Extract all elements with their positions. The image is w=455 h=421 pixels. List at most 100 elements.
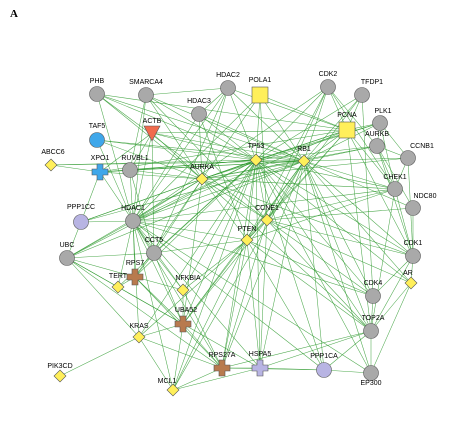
node-label-smarca4: SMARCA4: [129, 79, 163, 86]
edge-pten-ppp1ca: [246, 239, 325, 371]
node-abcc6[interactable]: ABCC6: [41, 149, 65, 172]
edge-aurkb-cdk1: [376, 145, 414, 257]
panel-label: A: [10, 8, 18, 20]
edge-aurka-rps7: [134, 178, 203, 278]
edge-hdac3-aurka: [198, 113, 203, 180]
node-xpo1[interactable]: XPO1: [91, 155, 110, 181]
edge-rps27a-mcl1: [172, 367, 223, 391]
top2a-circle-shape: [363, 323, 379, 339]
node-aurkb[interactable]: AURKB: [365, 131, 389, 154]
edge-cct5-uba52: [153, 252, 184, 325]
node-label-ccnb1: CCNB1: [410, 143, 434, 150]
edge-ubc-rps27a: [66, 257, 223, 369]
node-pik3cd[interactable]: PIK3CD: [47, 363, 73, 383]
node-ppp1cc[interactable]: PPP1CC: [67, 204, 95, 230]
node-ar[interactable]: AR: [403, 270, 418, 290]
edge-hdac1-uba52: [132, 220, 184, 325]
edge-aurka-chek1: [201, 178, 396, 190]
node-kras[interactable]: KRAS: [129, 323, 149, 344]
node-top2a[interactable]: TOP2A: [362, 315, 385, 339]
node-plk1[interactable]: PLK1: [372, 108, 392, 131]
edge-hdac2-pcna: [227, 87, 348, 131]
node-smarca4[interactable]: SMARCA4: [129, 79, 163, 103]
node-ubc[interactable]: UBC: [59, 242, 75, 266]
node-ep300[interactable]: EP300: [360, 365, 382, 388]
edge-tp53-rb1: [255, 159, 305, 162]
taf5-circle-shape: [89, 132, 105, 148]
edge-ccne1-uba52: [182, 219, 268, 325]
node-cct5[interactable]: CCT5: [145, 237, 163, 261]
edge-pten-kras: [138, 239, 248, 338]
node-tfdp1[interactable]: TFDP1: [354, 79, 384, 103]
node-cdk1[interactable]: CDK1: [404, 240, 423, 264]
edge-taf5-tp53: [96, 139, 257, 161]
node-ccne1[interactable]: CCNE1: [255, 205, 279, 227]
node-nfkbia[interactable]: NFKBIA: [175, 275, 201, 297]
node-rb1[interactable]: RB1: [297, 146, 311, 168]
node-cdk2[interactable]: CDK2: [319, 71, 338, 95]
tp53-diamond-shape: [249, 153, 263, 167]
edge-kras-mcl1: [138, 336, 174, 391]
node-hdac3[interactable]: HDAC3: [187, 98, 211, 122]
aurkb-circle-shape: [369, 138, 385, 154]
node-hspa5[interactable]: HSPA5: [249, 351, 272, 377]
node-hdac1[interactable]: HDAC1: [121, 205, 145, 229]
edge-tp53-pten: [246, 159, 257, 241]
edge-cdk2-pten: [246, 86, 329, 241]
edge-hdac1-ubc: [66, 220, 134, 259]
hdac3-circle-shape: [191, 106, 207, 122]
node-hdac2[interactable]: HDAC2: [216, 72, 240, 96]
edge-actb-pcna: [151, 129, 348, 134]
node-ruvbl1[interactable]: RUVBL1: [121, 155, 149, 178]
actb-triangle-shape: [143, 125, 161, 142]
edge-smarca4-rb1: [145, 94, 305, 162]
edge-pten-hspa5: [246, 239, 261, 369]
ccne1-diamond-shape: [260, 213, 274, 227]
node-ppp1ca[interactable]: PPP1CA: [310, 353, 338, 378]
edge-ruvbl1-cct5: [129, 169, 155, 254]
edge-hdac1-ccne1: [132, 219, 268, 222]
node-rps27a[interactable]: RPS27A: [209, 352, 236, 377]
node-tp53[interactable]: TP53: [248, 143, 265, 167]
smarca4-circle-shape: [138, 87, 154, 103]
edge-tp53-cdk1: [255, 159, 414, 257]
edge-tp53-top2a: [255, 159, 372, 332]
node-ccnb1[interactable]: CCNB1: [400, 143, 434, 166]
rps27a-cross-shape: [213, 359, 231, 377]
edge-top2a-hspa5: [259, 330, 372, 369]
edge-xpo1-ppp1cc: [80, 171, 101, 223]
edge-ccne1-top2a: [266, 219, 372, 332]
node-taf5[interactable]: TAF5: [89, 123, 106, 148]
node-label-abcc6: ABCC6: [41, 149, 64, 156]
edge-pten-cdk4: [246, 239, 374, 297]
xpo1-cross-shape: [91, 163, 109, 181]
edge-tfdp1-ccne1: [266, 94, 363, 221]
node-cdk4[interactable]: CDK4: [364, 280, 383, 304]
node-label-tfdp1: TFDP1: [361, 79, 383, 86]
node-pten[interactable]: PTEN: [238, 226, 257, 247]
node-rps7[interactable]: RPS7: [126, 260, 144, 286]
node-tert[interactable]: TERT: [109, 273, 128, 294]
node-chek1[interactable]: CHEK1: [383, 174, 407, 197]
edge-plk1-rb1: [303, 122, 381, 162]
node-label-ruvbl1: RUVBL1: [121, 155, 148, 162]
cct5-circle-shape: [146, 245, 162, 261]
edge-hdac3-rb1: [198, 113, 305, 162]
edge-kras-rps27a: [138, 336, 223, 369]
node-mcl1[interactable]: MCL1: [158, 378, 180, 397]
edge-cdk2-rb1: [303, 86, 329, 162]
edge-layer: [50, 86, 414, 391]
node-label-cdk4: CDK4: [364, 280, 383, 287]
ubc-circle-shape: [59, 250, 75, 266]
edge-chek1-pten: [246, 188, 396, 241]
node-uba52[interactable]: UBA52: [174, 307, 197, 333]
node-phb[interactable]: PHB: [89, 78, 105, 102]
node-aurka[interactable]: AURKA: [190, 164, 214, 186]
node-ndc80[interactable]: NDC80: [405, 193, 437, 216]
node-label-aurkb: AURKB: [365, 131, 389, 138]
ruvbl1-circle-shape: [122, 162, 138, 178]
node-actb[interactable]: ACTB: [143, 118, 162, 142]
edge-hdac1-rps27a: [132, 220, 223, 369]
node-pcna[interactable]: PCNA: [337, 112, 357, 139]
node-pola1[interactable]: POLA1: [249, 77, 272, 104]
